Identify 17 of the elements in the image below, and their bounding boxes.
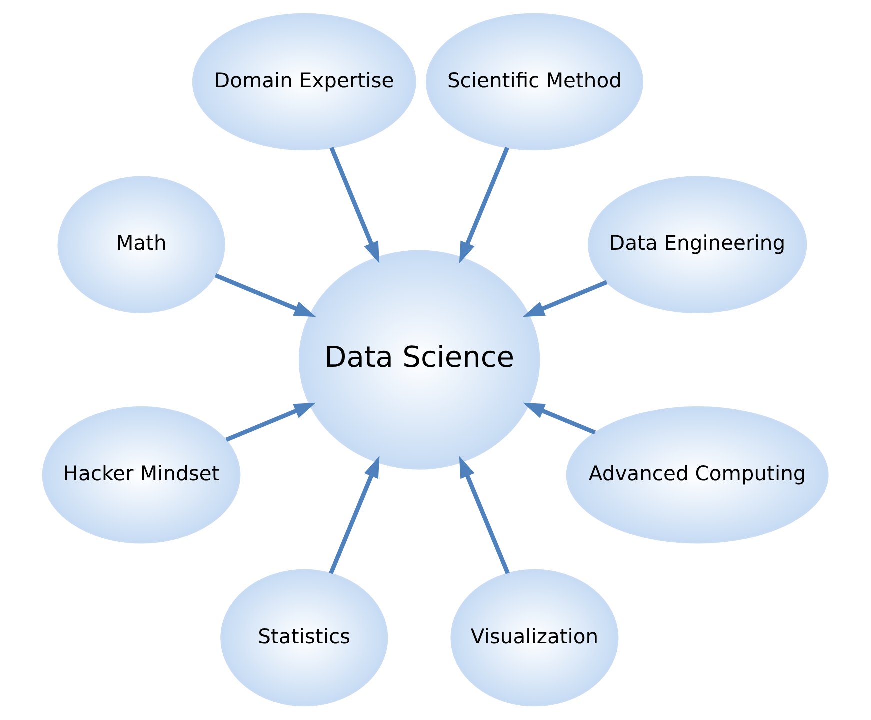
arrow: [459, 147, 510, 264]
arrow: [459, 456, 510, 574]
node-circle: Data Science: [298, 250, 540, 470]
arrow: [226, 402, 316, 442]
node-ellipse: Data Engineering: [588, 176, 808, 314]
node-ellipse: Statistics: [220, 569, 388, 707]
arrow: [214, 274, 316, 318]
arrow: [522, 280, 608, 318]
node-ellipse: Visualization: [450, 569, 619, 707]
node-ellipse: Scientific Method: [426, 13, 644, 151]
arrow: [329, 456, 380, 574]
node-ellipse: Math: [58, 176, 226, 314]
node-ellipse: Domain Expertise: [192, 13, 416, 151]
arrow: [330, 147, 380, 264]
arrow: [523, 402, 596, 435]
node-ellipse: Advanced Computing: [566, 406, 829, 544]
node-ellipse: Hacker Mindset: [42, 406, 241, 544]
